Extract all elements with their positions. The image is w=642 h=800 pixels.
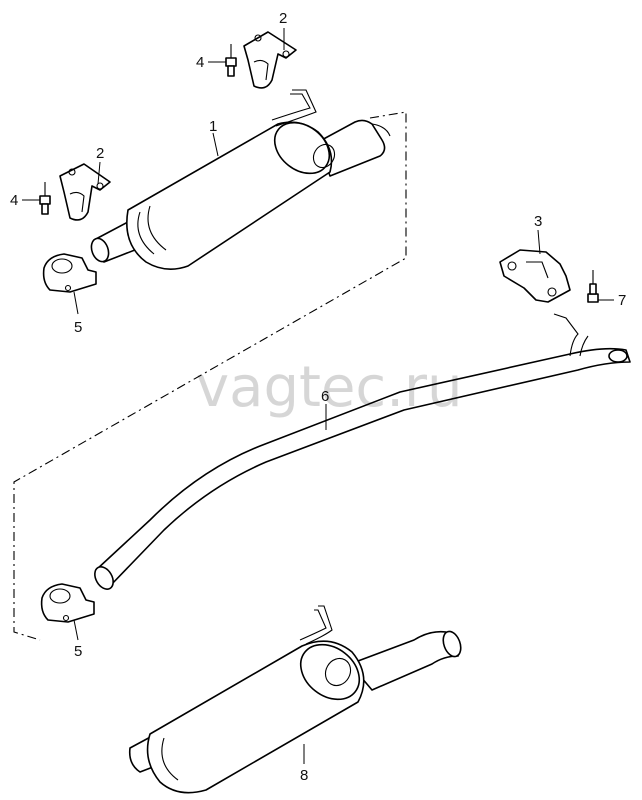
watermark: vagtec.ru xyxy=(196,355,463,420)
rubber-hanger-middle xyxy=(59,163,111,221)
callout-3: 3 xyxy=(534,213,542,230)
front-muffler xyxy=(90,89,391,270)
clamp-upper xyxy=(42,253,97,293)
callout-4-upper: 4 xyxy=(196,54,204,71)
bolt-rear xyxy=(587,270,599,303)
rear-hanger-bracket xyxy=(499,249,571,303)
callout-1: 1 xyxy=(209,118,217,135)
bolt-middle xyxy=(39,182,51,215)
callout-2-middle: 2 xyxy=(96,145,104,162)
rubber-hanger-upper xyxy=(243,31,297,89)
bolt-upper xyxy=(225,44,237,77)
callout-5-upper: 5 xyxy=(74,319,82,336)
callout-2-upper: 2 xyxy=(279,10,287,27)
callout-7: 7 xyxy=(618,292,626,309)
callout-6: 6 xyxy=(321,388,329,405)
callout-5-lower: 5 xyxy=(74,643,82,660)
callout-4-middle: 4 xyxy=(10,192,18,209)
intermediate-pipe xyxy=(94,313,631,590)
callout-labels: 1 2 2 4 4 5 5 3 7 6 8 xyxy=(10,10,626,784)
clamp-lower xyxy=(40,583,95,623)
callout-8: 8 xyxy=(300,767,308,784)
rear-silencer xyxy=(128,605,462,794)
leader-lines xyxy=(22,28,614,764)
